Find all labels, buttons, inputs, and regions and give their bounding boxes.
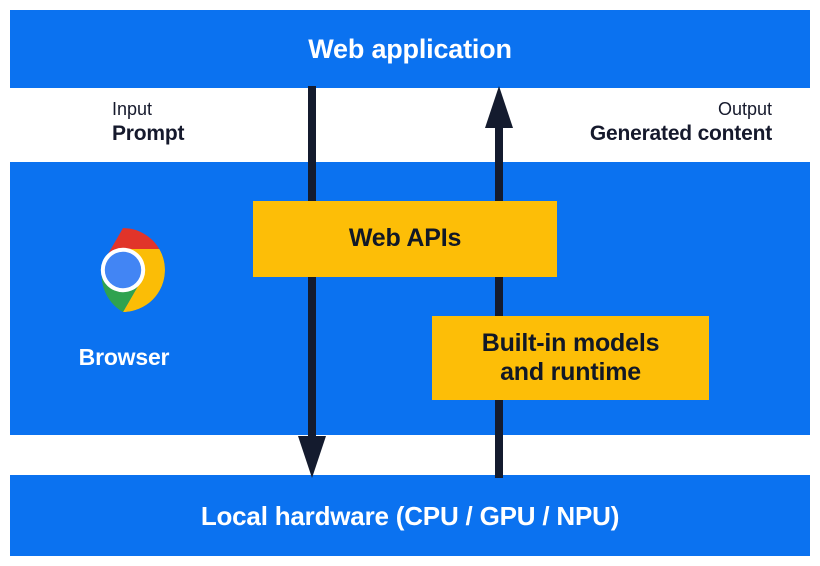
- chrome-logo-icon: [100, 228, 165, 312]
- flow-input-value: Prompt: [112, 121, 185, 145]
- box-web-apis-label: Web APIs: [348, 224, 462, 253]
- flow-label-input: Input Prompt: [112, 99, 185, 147]
- box-builtin-models-label: Built-in models and runtime: [481, 328, 660, 387]
- flow-input-kind: Input: [112, 99, 153, 119]
- layer-local-hardware: Local hardware (CPU / GPU / NPU): [10, 475, 810, 556]
- arrow-up-icon: [485, 86, 513, 478]
- box-web-apis[interactable]: Web APIs: [253, 201, 557, 277]
- box-builtin-models[interactable]: Built-in models and runtime: [432, 316, 709, 400]
- flow-output-kind: Output: [717, 99, 772, 119]
- layer-local-hardware-label: Local hardware (CPU / GPU / NPU): [200, 501, 620, 531]
- arrow-down-icon: [298, 86, 326, 478]
- layer-web-application: Web application: [10, 10, 810, 88]
- layer-web-application-label: Web application: [308, 34, 512, 64]
- flow-output-value: Generated content: [589, 121, 772, 145]
- layer-browser-label: Browser: [78, 344, 170, 370]
- flow-label-output: Output Generated content: [590, 99, 772, 147]
